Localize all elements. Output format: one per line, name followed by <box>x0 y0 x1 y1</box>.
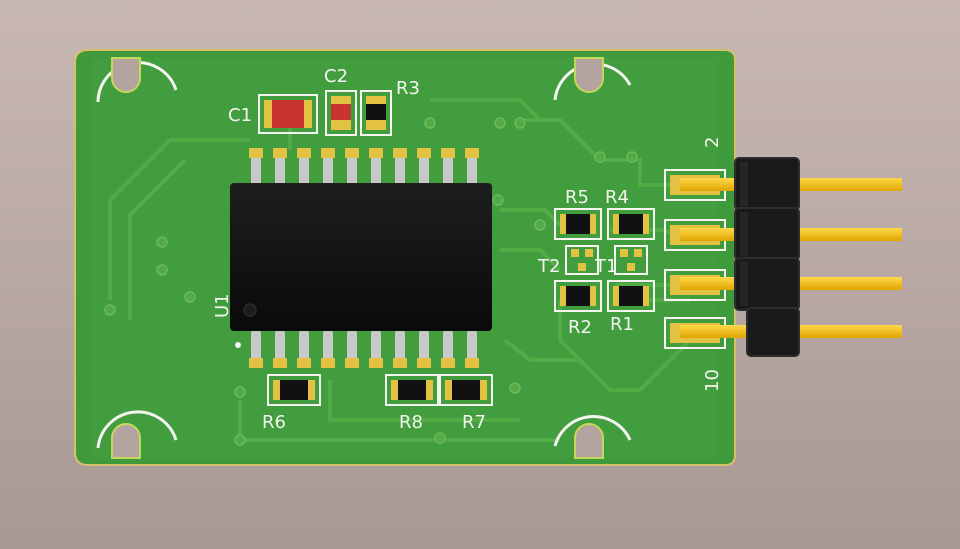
mounting-hole-top-right <box>553 57 632 101</box>
resistor-r6 <box>267 374 321 406</box>
label-c1: C1 <box>228 105 252 126</box>
transistor-t2 <box>565 245 599 275</box>
label-r2: R2 <box>568 317 592 338</box>
mounting-hole-bottom-left <box>96 410 178 459</box>
ic-u1-pads-top <box>249 148 479 158</box>
mounting-hole-bottom-right <box>553 415 632 459</box>
resistor-r1 <box>607 280 655 312</box>
resistor-r5 <box>554 208 602 240</box>
label-r6: R6 <box>262 412 286 433</box>
label-r1: R1 <box>610 314 634 335</box>
resistor-r7 <box>439 374 493 406</box>
capacitor-c2 <box>325 90 357 136</box>
label-t2: T2 <box>537 256 560 277</box>
ic-u1-leads-bottom <box>251 330 477 366</box>
resistor-r2 <box>554 280 602 312</box>
label-r8: R8 <box>399 412 423 433</box>
transistor-t1 <box>614 245 648 275</box>
label-t1: T1 <box>594 256 617 277</box>
capacitor-c1 <box>258 94 318 134</box>
ic-u1-leads-top <box>251 150 477 186</box>
resistor-r8 <box>385 374 439 406</box>
pin-header <box>680 157 902 357</box>
resistor-r3 <box>360 90 392 136</box>
label-r3: R3 <box>396 78 420 99</box>
vias <box>104 117 638 446</box>
label-r5: R5 <box>565 187 589 208</box>
label-pin-10: 10 <box>702 369 723 392</box>
mounting-hole-top-left <box>96 57 178 103</box>
label-pin-2: 2 <box>702 137 723 148</box>
label-r7: R7 <box>462 412 486 433</box>
ic-u1-pads-bottom <box>249 358 479 368</box>
label-c2: C2 <box>324 66 348 87</box>
label-u1: U1 <box>212 293 233 318</box>
label-r4: R4 <box>605 187 629 208</box>
resistor-r4 <box>607 208 655 240</box>
ic-u1-body <box>230 183 492 348</box>
